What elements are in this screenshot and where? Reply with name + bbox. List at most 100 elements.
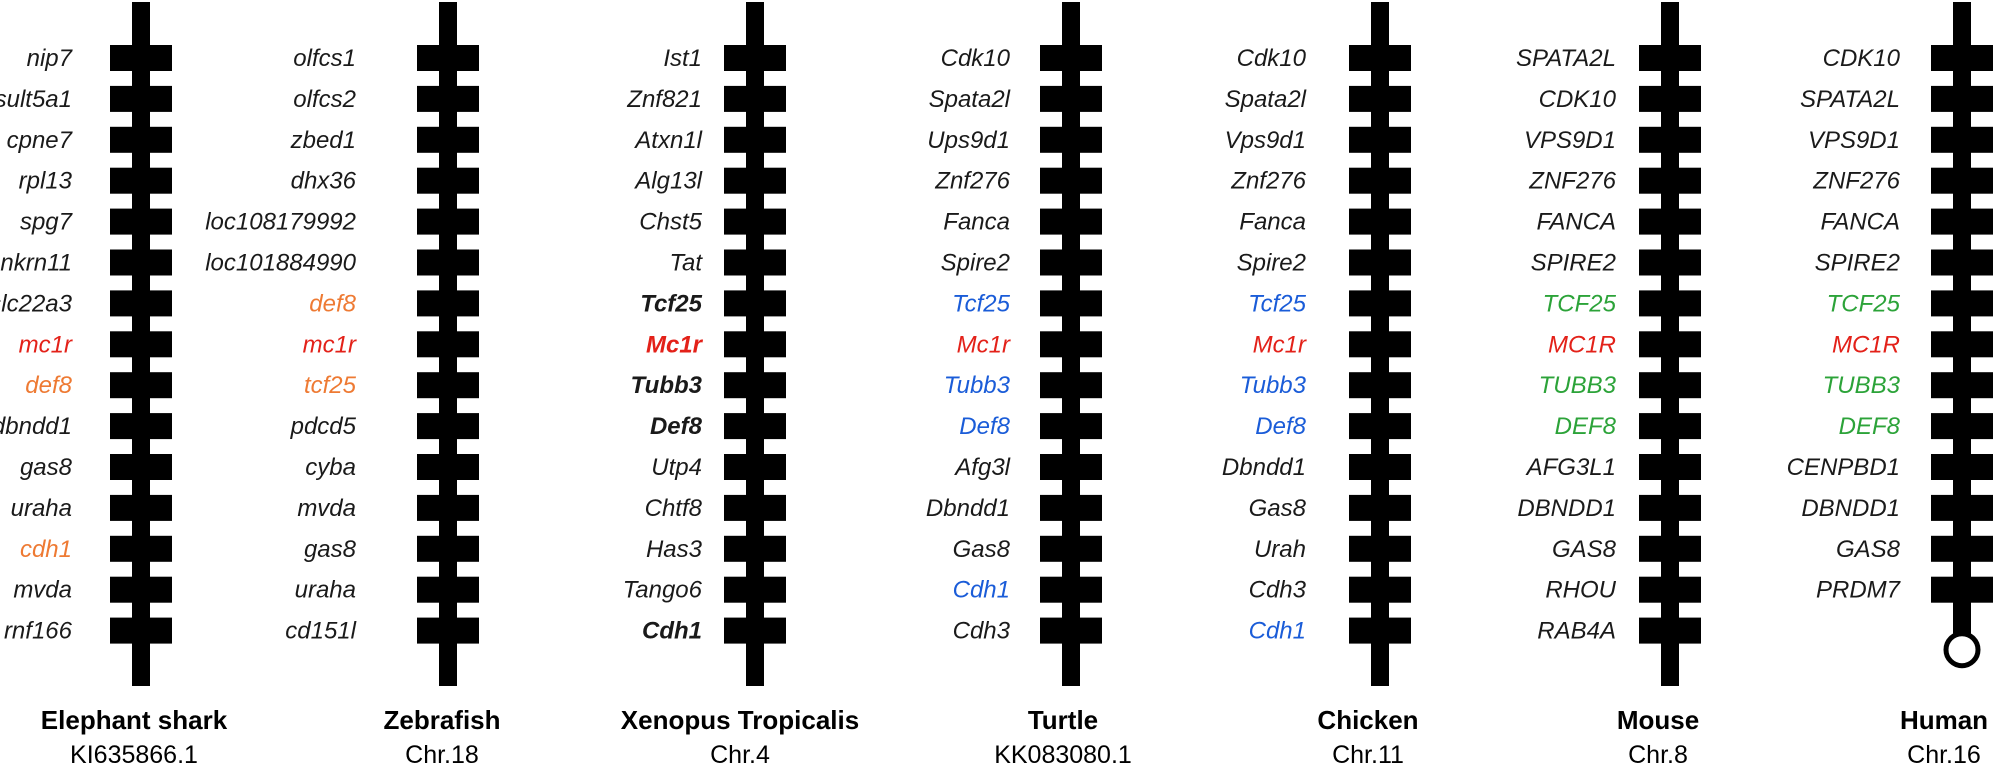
species-column-4: Cdk10Spata2lVps9d1Znf276FancaSpire2Tcf25… [1222, 2, 1419, 766]
gene-label: uraha [295, 577, 356, 604]
gene-block [724, 45, 786, 71]
gene-label: gas8 [304, 536, 357, 563]
gene-label: Def8 [650, 413, 703, 440]
gene-label: cdh1 [20, 536, 72, 563]
gene-block [1040, 617, 1102, 644]
gene-block [1349, 249, 1411, 276]
gene-label: Urah [1254, 536, 1306, 563]
gene-label: pdcd5 [290, 413, 357, 440]
gene-block [724, 413, 786, 440]
gene-label: DBNDD1 [1801, 495, 1900, 522]
gene-label: loc108179992 [205, 209, 356, 236]
gene-block [1931, 331, 1993, 358]
gene-label: Spire2 [1237, 250, 1306, 277]
gene-label: Mc1r [646, 331, 704, 358]
gene-block [1931, 126, 1993, 153]
gene-label: mvda [13, 577, 72, 604]
gene-label: Cdh1 [953, 577, 1010, 604]
gene-block [110, 454, 172, 480]
species-name: Xenopus Tropicalis [621, 705, 859, 735]
gene-block [417, 167, 479, 194]
gene-label: CENPBD1 [1787, 454, 1900, 481]
gene-block [1639, 167, 1701, 194]
gene-label: cd151l [285, 618, 356, 645]
gene-label: Cdk10 [1237, 45, 1307, 72]
gene-block [1931, 535, 1993, 562]
gene-label: DEF8 [1555, 413, 1617, 440]
gene-label: Spire2 [941, 250, 1010, 277]
gene-label: Ups9d1 [927, 127, 1010, 154]
species-column-2: Ist1Znf821Atxn1lAlg13lChst5TatTcf25Mc1rT… [621, 2, 859, 766]
gene-block [1931, 208, 1993, 235]
gene-block [1639, 85, 1701, 112]
gene-label: Cdh1 [1249, 618, 1306, 645]
gene-label: SPATA2L [1800, 86, 1900, 113]
gene-label: Tubb3 [1240, 372, 1307, 399]
gene-block [110, 85, 172, 112]
gene-label: olfcs1 [293, 45, 356, 72]
gene-label: Cdh3 [1249, 577, 1307, 604]
gene-label: Tcf25 [1248, 290, 1306, 317]
gene-block [1040, 413, 1102, 440]
gene-block [110, 167, 172, 194]
gene-block [110, 372, 172, 399]
gene-label: SPATA2L [1516, 45, 1616, 72]
gene-block [724, 126, 786, 153]
species-name: Zebrafish [383, 705, 500, 735]
gene-label: Def8 [1255, 413, 1306, 440]
gene-block [1639, 208, 1701, 235]
gene-label: RHOU [1545, 577, 1616, 604]
gene-label: MC1R [1832, 331, 1900, 358]
gene-block [724, 372, 786, 399]
gene-block [724, 617, 786, 644]
gene-label: Ist1 [663, 45, 702, 72]
gene-label: TCF25 [1543, 290, 1617, 317]
gene-block [1040, 576, 1102, 603]
gene-block [1040, 126, 1102, 153]
gene-label: RAB4A [1537, 618, 1616, 645]
gene-label: Has3 [646, 536, 703, 563]
gene-block [417, 372, 479, 399]
chromosome-accession: Chr.18 [405, 741, 479, 766]
species-name: Chicken [1317, 705, 1418, 735]
gene-label: PRDM7 [1816, 577, 1902, 604]
gene-label: Mc1r [957, 331, 1011, 358]
gene-label: Tat [670, 250, 704, 277]
gene-block [1639, 249, 1701, 276]
gene-label: Afg3l [953, 454, 1010, 481]
gene-block [110, 45, 172, 71]
gene-block [110, 535, 172, 562]
gene-block [1349, 45, 1411, 71]
gene-block [1931, 454, 1993, 480]
gene-block [724, 454, 786, 480]
gene-block [724, 208, 786, 235]
gene-label: Chst5 [639, 209, 702, 236]
gene-label: Znf276 [934, 168, 1010, 195]
gene-block [1639, 413, 1701, 440]
gene-block [1040, 249, 1102, 276]
gene-label: Fanca [1239, 209, 1306, 236]
gene-block [1349, 576, 1411, 603]
gene-label: Gas8 [1249, 495, 1307, 522]
gene-label: cpne7 [7, 127, 74, 154]
gene-block [724, 167, 786, 194]
gene-block [1931, 85, 1993, 112]
gene-label: spg7 [20, 209, 74, 236]
gene-label: TUBB3 [1539, 372, 1617, 399]
gene-label: mvda [297, 495, 356, 522]
gene-block [724, 576, 786, 603]
gene-block [1349, 126, 1411, 153]
gene-block [417, 290, 479, 317]
gene-block [1040, 331, 1102, 358]
gene-block [1040, 372, 1102, 399]
gene-label: slc22a3 [0, 290, 73, 317]
gene-block [724, 290, 786, 317]
gene-block [1040, 45, 1102, 71]
gene-label: Dbndd1 [926, 495, 1010, 522]
gene-block [1349, 454, 1411, 480]
gene-block [1349, 85, 1411, 112]
gene-block [1931, 167, 1993, 194]
gene-label: VPS9D1 [1808, 127, 1900, 154]
species-column-1: olfcs1olfcs2zbed1dhx36loc108179992loc101… [205, 2, 501, 766]
gene-block [1040, 167, 1102, 194]
